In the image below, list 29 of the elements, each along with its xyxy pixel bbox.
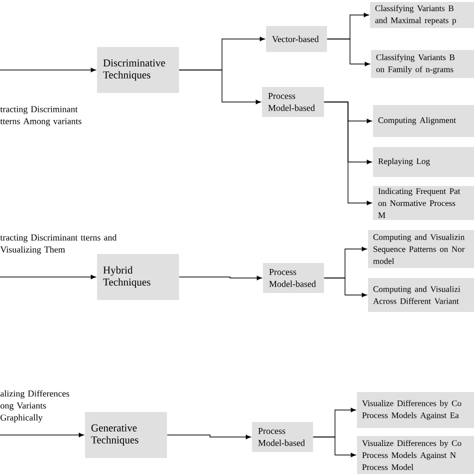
arrow [0,274,96,280]
arrow [312,436,356,458]
category-box: Process Model-based [263,263,324,293]
technique-box: Generative Techniques [85,412,167,458]
method-box: Computing Alignment [373,105,474,137]
arrow [0,432,84,438]
edge-label: alizing Differences ong Variants Graphically [0,390,70,422]
arrow [326,38,370,66]
arrow [178,276,262,280]
technique-box: Discriminative Techniques [97,47,179,93]
method-box: Classifying Variants B and Maximal repeats p [370,2,474,28]
arrow [178,70,261,104]
arrow [324,278,367,298]
method-box: Computing and Visualizi Across Different Variant [368,278,474,312]
method-box: Indicating Frequent Pat on Normative Process M [373,186,474,220]
method-box: Classifying Variants B on Family of n-grams [371,50,474,78]
method-box: Visualize Differences by Co Process Models Against Ea [357,392,474,428]
method-box: Computing and Visualizin Sequence Patterns on Nor model [368,230,474,268]
arrow [166,434,251,440]
arrow [0,68,96,72]
category-box: Process Model-based [262,87,324,117]
edge-label: tracting Discriminant tterns Among variants [0,106,82,126]
method-box: Replaying Log [373,147,474,177]
category-box: Vector-based [266,26,327,52]
category-box: Process Model-based [252,422,313,452]
edge-label: tracting Discriminant tterns and Visualizing Them [0,234,117,254]
method-box: Visualize Differences by Co Process Models Against N Process Model [357,436,474,474]
technique-box: Hybrid Techniques [97,254,179,300]
arrow [324,102,372,206]
